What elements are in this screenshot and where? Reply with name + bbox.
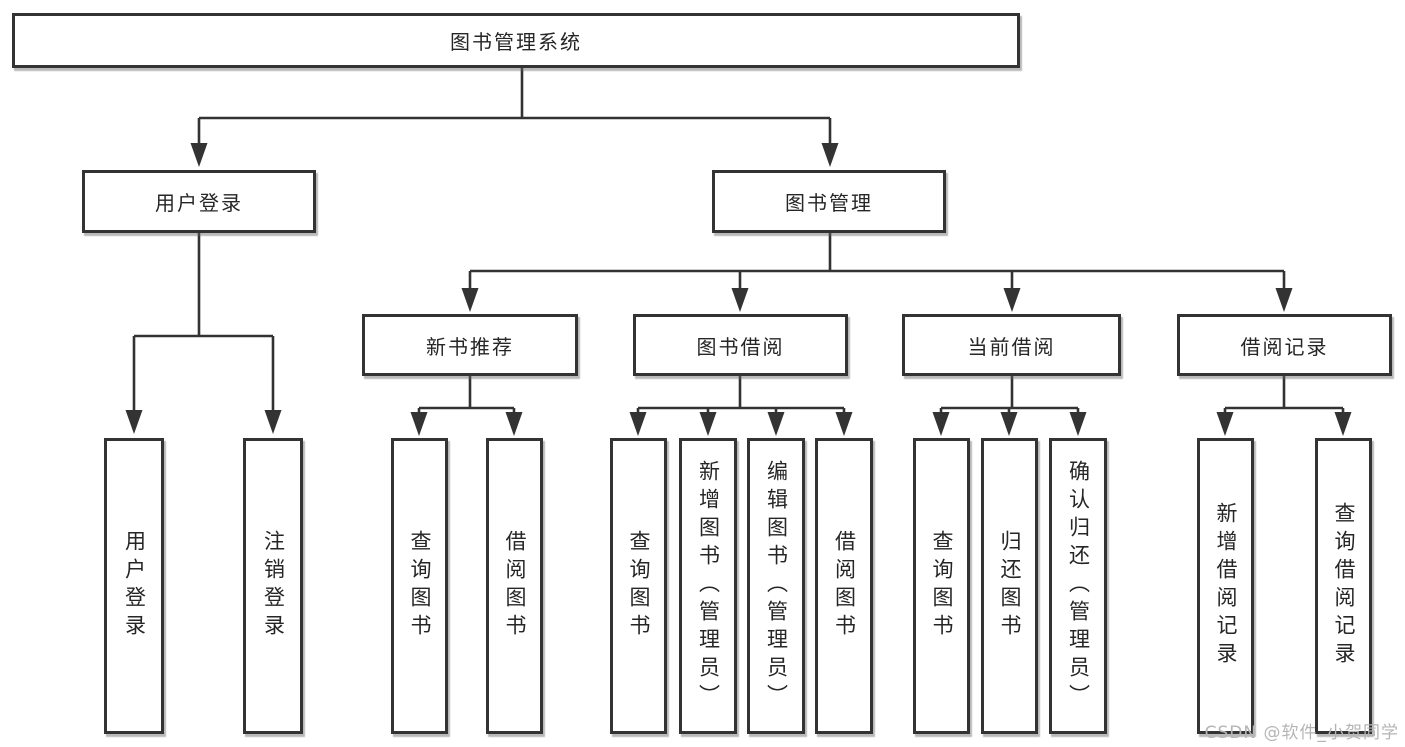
leaf-query-books-current-label: 查询图书 (930, 530, 955, 642)
leaf-return-book-label: 归还图书 (998, 530, 1023, 642)
leaf-return-book: 归还图书 (981, 438, 1038, 734)
leaf-add-book-admin: 新增图书（管理员） (679, 438, 737, 734)
leaf-edit-book-admin-label: 编辑图书（管理员） (764, 460, 789, 712)
leaf-borrow-books-recommendation: 借阅图书 (486, 438, 543, 734)
leaf-query-borrow-records-label: 查询借阅记录 (1332, 502, 1357, 670)
leaf-add-borrow-record-label: 新增借阅记录 (1214, 502, 1239, 670)
leaf-add-book-admin-label: 新增图书（管理员） (696, 460, 721, 712)
leaf-user-login: 用户登录 (104, 438, 164, 734)
leaf-add-borrow-record: 新增借阅记录 (1197, 438, 1254, 734)
leaf-edit-book-admin: 编辑图书（管理员） (747, 438, 805, 734)
node-borrowing-records-label: 借阅记录 (1240, 334, 1329, 359)
node-borrowing-records: 借阅记录 (1177, 314, 1392, 376)
leaf-borrow-books-borrowing: 借阅图书 (815, 438, 873, 734)
node-book-borrowing: 图书借阅 (633, 314, 848, 376)
node-current-borrowing-label: 当前借阅 (967, 334, 1056, 359)
leaf-query-books-borrowing-label: 查询图书 (627, 530, 652, 642)
leaf-query-books-recommendation: 查询图书 (391, 438, 448, 734)
leaf-borrow-books-recommendation-label: 借阅图书 (503, 530, 528, 642)
node-user-login-label: 用户登录 (155, 191, 243, 215)
leaf-query-borrow-records: 查询借阅记录 (1315, 438, 1372, 734)
leaf-borrow-books-borrowing-label: 借阅图书 (832, 530, 857, 642)
node-book-borrowing-label: 图书借阅 (696, 334, 785, 359)
node-new-book-recommendation-label: 新书推荐 (426, 334, 514, 359)
connector-paths (132, 68, 1345, 415)
leaf-logout: 注销登录 (243, 438, 303, 734)
leaf-user-login-label: 用户登录 (122, 530, 147, 642)
arrowheads (125, 143, 1352, 436)
leaf-confirm-return-admin: 确认归还（管理员） (1049, 438, 1107, 734)
leaf-query-books-borrowing: 查询图书 (610, 438, 667, 734)
leaf-confirm-return-admin-label: 确认归还（管理员） (1066, 460, 1091, 712)
node-user-login: 用户登录 (82, 170, 316, 233)
node-root: 图书管理系统 (12, 13, 1020, 68)
node-book-management: 图书管理 (712, 170, 946, 233)
leaf-query-books-current: 查询图书 (913, 438, 970, 734)
node-current-borrowing: 当前借阅 (902, 314, 1121, 376)
node-root-label: 图书管理系统 (450, 30, 582, 54)
leaf-logout-label: 注销登录 (261, 530, 286, 642)
leaf-query-books-recommendation-label: 查询图书 (408, 530, 433, 642)
watermark: CSDN @软件_小贺同学 (1204, 723, 1399, 743)
node-new-book-recommendation: 新书推荐 (362, 314, 578, 376)
node-book-management-label: 图书管理 (785, 191, 873, 215)
